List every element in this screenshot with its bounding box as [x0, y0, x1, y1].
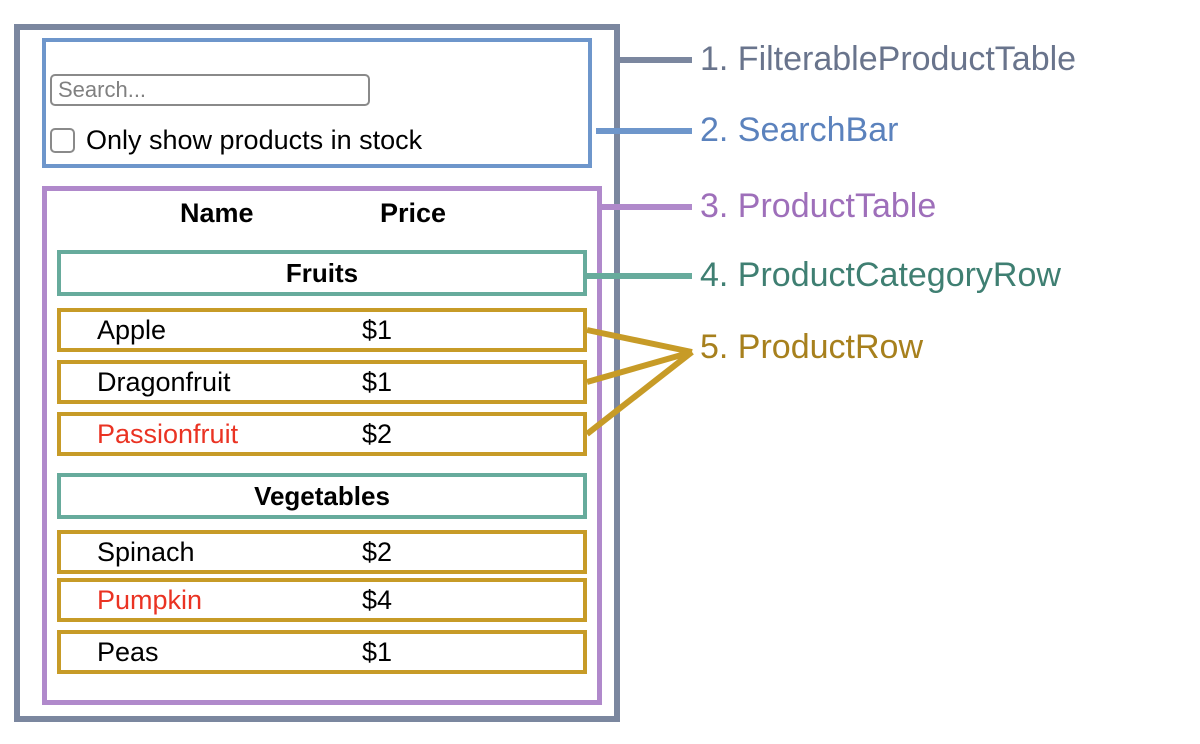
product-category-row: Vegetables [57, 473, 587, 519]
product-row: Peas $1 [57, 630, 587, 674]
product-name: Passionfruit [97, 418, 239, 449]
product-price: $2 [362, 418, 393, 449]
legend-item-product-category-row: 4. ProductCategoryRow [700, 256, 1061, 294]
product-row: Spinach $2 [57, 530, 587, 574]
product-name: Dragonfruit [97, 366, 231, 397]
product-price: $4 [362, 584, 393, 615]
legend-item-search-bar: 2. SearchBar [700, 111, 899, 149]
category-label: Vegetables [254, 481, 390, 511]
product-name: Pumpkin [97, 584, 203, 615]
product-name: Spinach [97, 536, 195, 567]
product-name: Peas [97, 636, 159, 667]
product-price: $1 [362, 314, 393, 345]
legend-item-filterable-product-table: 1. FilterableProductTable [700, 40, 1077, 78]
in-stock-filter-row[interactable]: Only show products in stock [50, 127, 422, 154]
in-stock-checkbox[interactable] [50, 128, 75, 153]
product-row: Pumpkin $4 [57, 578, 587, 622]
product-row: Dragonfruit $1 [57, 360, 587, 404]
legend-item-product-table: 3. ProductTable [700, 187, 937, 225]
product-price: $2 [362, 536, 393, 567]
search-input[interactable] [50, 74, 370, 106]
in-stock-checkbox-label: Only show products in stock [86, 125, 423, 155]
product-price: $1 [362, 366, 393, 397]
legend-item-product-row: 5. ProductRow [700, 328, 923, 366]
product-row: Passionfruit $2 [57, 412, 587, 456]
product-category-row: Fruits [57, 250, 587, 296]
product-name: Apple [97, 314, 167, 345]
leader-line-filterable-product-table [620, 57, 692, 63]
category-label: Fruits [285, 258, 359, 288]
product-row: Apple $1 [57, 308, 587, 352]
product-price: $1 [362, 636, 393, 667]
